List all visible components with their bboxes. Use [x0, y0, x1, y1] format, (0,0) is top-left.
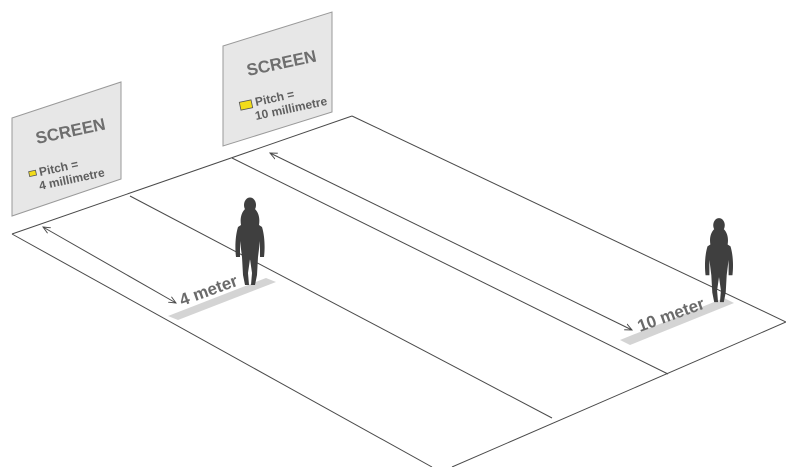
screen-panel-face: [223, 12, 332, 146]
distance-label-10m: 10 meter: [635, 294, 708, 336]
floor-lines: [12, 116, 786, 467]
floor-front-edge: [452, 322, 786, 467]
distance-arrow-4m: [43, 227, 176, 303]
distance-arrow-10m: [270, 153, 632, 330]
lane-line-2: [232, 158, 668, 374]
screen-panel-10mm: SCREEN Pitch = 10 millimetre: [223, 12, 332, 146]
screen-panel-face: [12, 82, 121, 216]
person-silhouette-icon: [705, 218, 733, 302]
screen-panel-4mm: SCREEN Pitch = 4 millimetre: [12, 82, 121, 216]
pixel-square-icon: [29, 170, 37, 176]
floor-left-edge: [12, 234, 432, 467]
person-silhouette-icon: [235, 198, 264, 286]
